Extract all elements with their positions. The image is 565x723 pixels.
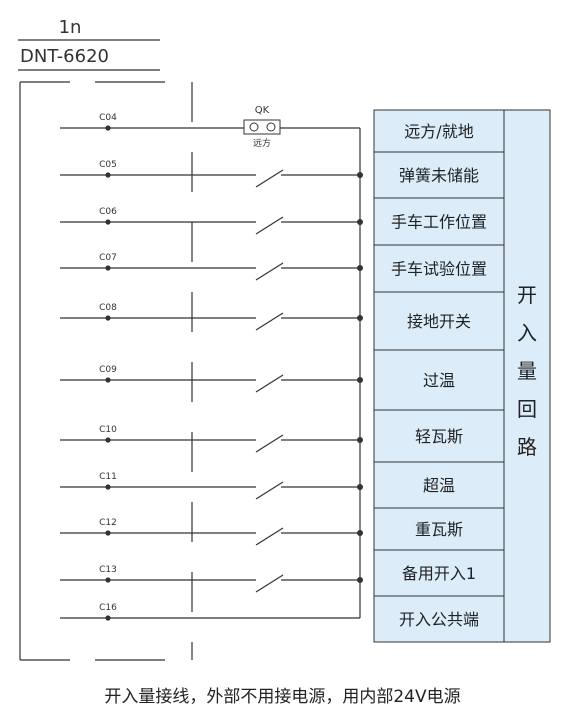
terminal-row: C06 手车工作位置 [60,197,505,246]
contact-blade [255,216,284,235]
terminal-row: C08 接地开关 [60,291,505,351]
terminal-label: 手车工作位置 [391,213,487,232]
terminal-rows: C04 远方/就地 C05 弹簧未储能 C06 手车工作位置 C07 手车试验位置 C08 接地开… [60,109,505,643]
bus-junction [357,577,363,583]
group-box [503,109,551,643]
terminal-id: C04 [99,113,117,123]
label-box [373,349,505,411]
terminal-row: C16 开入公共端 [60,595,505,643]
qk-label: QK [255,105,270,116]
unit-label: 1n [59,17,82,38]
group-label-char: 路 [517,435,537,459]
terminal-label: 弹簧未储能 [399,166,479,185]
label-box [373,461,505,509]
qk-contact-left [249,122,259,132]
terminal-label: 轻瓦斯 [415,427,463,446]
terminal-row: C04 远方/就地 [60,109,505,153]
contact-blade [255,481,284,500]
contact-blade [255,262,284,281]
bus-junction [357,377,363,383]
terminal-row: C13 备用开入1 [60,549,505,597]
contact-blade [255,169,284,188]
terminal-row: C05 弹簧未储能 [60,151,505,199]
contact-blade [255,312,284,331]
terminal-id: C09 [99,365,117,375]
terminal-label: 超温 [423,476,455,495]
terminal-id: C07 [99,253,117,263]
terminal-id: C08 [99,303,117,313]
group-label-char: 回 [517,397,537,421]
terminal-row: C10 轻瓦斯 [60,409,505,463]
terminal-row: C12 重瓦斯 [60,507,505,551]
device-boundary [19,81,193,661]
terminal-label: 远方/就地 [404,122,473,141]
label-box [373,244,505,293]
terminal-id: C16 [99,603,117,613]
terminal-row: C09 过温 [60,349,505,411]
device-label: DNT-6620 [20,46,109,67]
qk-switch: QK 远方 [243,105,281,149]
terminal-label: 手车试验位置 [391,260,487,279]
label-box [373,109,505,153]
label-box [373,507,505,551]
contact-blade [255,527,284,546]
bus-junction [357,530,363,536]
bus-junction [357,315,363,321]
bus-junction [357,484,363,490]
terminal-row: C07 手车试验位置 [60,244,505,293]
group-label-char: 入 [517,321,537,345]
terminal-id: C12 [99,518,117,528]
terminal-label: 接地开关 [407,312,471,331]
terminal-label: 开入公共端 [399,610,479,629]
bus-junction [357,265,363,271]
bus-junction [357,172,363,178]
qk-sub-label: 远方 [253,137,271,149]
terminal-row: C11 超温 [60,461,505,509]
qk-contact-right [266,122,276,132]
terminal-id: C13 [99,565,117,575]
label-box [373,291,505,351]
caption: 开入量接线，外部不用接电源，用内部24V电源 [104,687,461,707]
terminal-id: C06 [99,207,117,217]
bus-junction [357,437,363,443]
bus-junction [357,219,363,225]
group-label-char: 量 [517,359,537,383]
terminal-id: C10 [99,425,117,435]
group-label-char: 开 [517,283,537,307]
terminal-label: 重瓦斯 [415,520,463,539]
terminal-label: 过温 [423,371,455,390]
label-box [373,197,505,246]
contact-blade [255,434,284,453]
terminal-id: C11 [99,472,117,482]
terminal-id: C05 [99,160,117,170]
contact-blade [255,374,284,393]
contact-blade [255,574,284,593]
terminal-label: 备用开入1 [402,564,476,583]
